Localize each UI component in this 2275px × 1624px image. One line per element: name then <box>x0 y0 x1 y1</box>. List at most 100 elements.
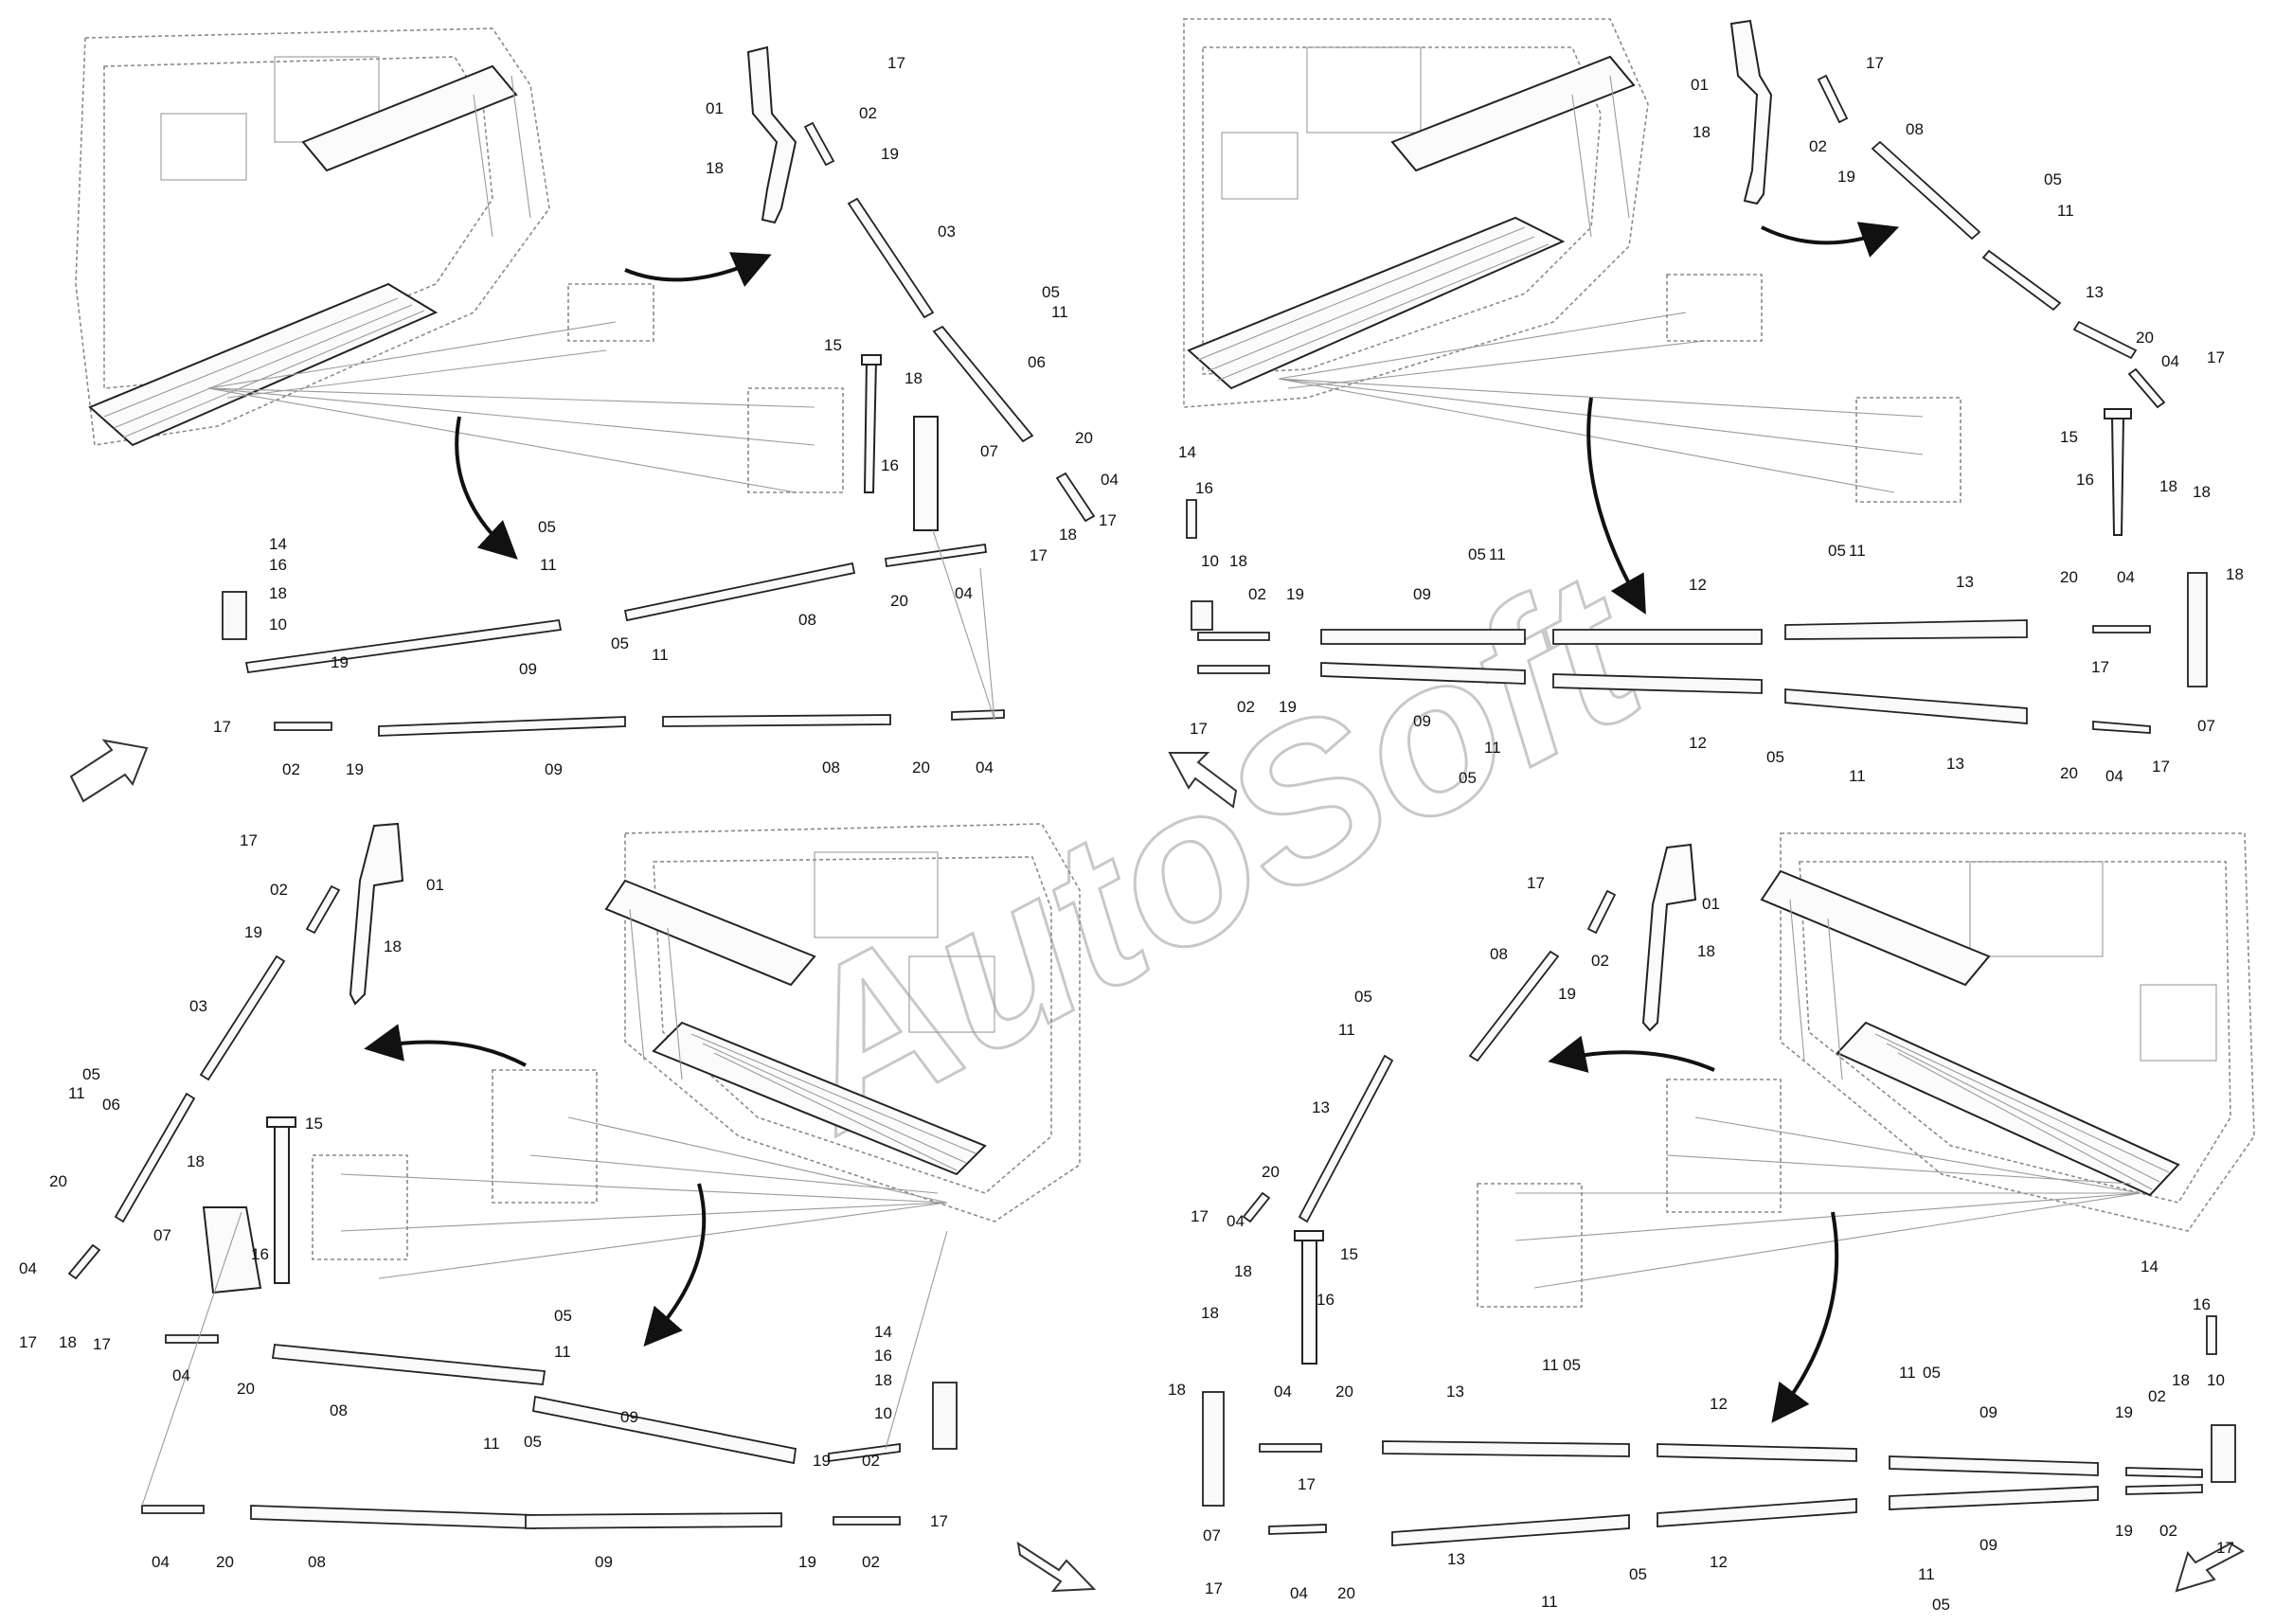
part-number-label: 12 <box>1689 734 1707 752</box>
part-number-label: 08 <box>822 758 840 776</box>
part-number-label: 10 <box>874 1404 892 1422</box>
part-number-label: 18 <box>874 1371 892 1389</box>
part-number-label: 18 <box>706 159 724 177</box>
part-number-label: 02 <box>862 1452 880 1470</box>
part-number-label: 05 <box>524 1433 542 1451</box>
part-number-label: 05 <box>2044 170 2062 188</box>
part-number-label: 05 <box>1354 988 1372 1006</box>
part-number-label: 16 <box>1317 1291 1335 1309</box>
part-number-label: 11 <box>1051 303 1068 321</box>
part-number-label: 17 <box>1099 511 1117 529</box>
part-number-label: 13 <box>2086 283 2104 301</box>
part-number-label: 14 <box>2141 1258 2159 1276</box>
part-number-label: 19 <box>346 760 364 778</box>
part-number-label: 18 <box>187 1152 205 1170</box>
part-number-label: 02 <box>1591 952 1609 970</box>
part-number-label: 02 <box>859 104 877 122</box>
part-number-label: 04 <box>2105 767 2123 785</box>
callout-labels: 01 17 02 18 19 03 05 11 15 06 18 07 16 2… <box>213 54 1119 778</box>
part-number-label: 18 <box>2226 565 2244 583</box>
part-number-label: 18 <box>59 1333 77 1351</box>
part-number-label: 04 <box>2161 352 2179 370</box>
part-number-label: 18 <box>905 369 923 387</box>
part-number-label: 16 <box>2076 471 2094 489</box>
part-number-label: 09 <box>620 1408 638 1426</box>
part-number-label: 17 <box>2152 758 2170 776</box>
direction-arrow-icon <box>69 739 149 803</box>
part-number-label: 11 <box>68 1084 85 1102</box>
part-number-label: 11 <box>483 1435 500 1453</box>
part-number-label: 17 <box>2216 1539 2234 1557</box>
part-number-label: 05 <box>1828 542 1846 560</box>
part-number-label: 16 <box>874 1347 892 1365</box>
part-number-label: 17 <box>930 1512 948 1530</box>
part-number-label: 01 <box>1702 895 1720 913</box>
part-number-label: 05 <box>1629 1565 1647 1583</box>
quadrant-top-left: 01 17 02 18 19 03 05 11 15 06 18 07 16 2… <box>69 27 1119 803</box>
part-number-label: 17 <box>93 1335 111 1353</box>
part-number-label: 06 <box>1028 353 1046 371</box>
part-number-label: 05 <box>611 634 629 652</box>
part-number-label: 13 <box>1446 1383 1464 1401</box>
part-number-label: 18 <box>1201 1304 1219 1322</box>
part-number-label: 18 <box>2172 1371 2190 1389</box>
part-number-label: 08 <box>308 1553 326 1571</box>
part-number-label: 05 <box>1563 1356 1581 1374</box>
part-number-label: 13 <box>1447 1550 1465 1568</box>
part-number-label: 18 <box>269 584 287 602</box>
part-number-label: 10 <box>2207 1371 2225 1389</box>
part-number-label: 18 <box>1697 942 1715 960</box>
part-number-label: 05 <box>1766 748 1784 766</box>
part-number-label: 18 <box>1168 1381 1186 1399</box>
part-number-label: 04 <box>955 584 973 602</box>
part-number-label: 02 <box>1809 137 1827 155</box>
part-number-label: 02 <box>862 1553 880 1571</box>
part-number-label: 04 <box>152 1553 170 1571</box>
part-number-label: 07 <box>980 442 998 460</box>
part-number-label: 17 <box>2091 658 2109 676</box>
part-number-label: 01 <box>426 876 444 894</box>
part-number-label: 11 <box>1849 767 1866 785</box>
part-number-label: 19 <box>1279 698 1297 716</box>
part-number-label: 12 <box>1710 1553 1728 1571</box>
part-number-label: 20 <box>237 1380 255 1398</box>
machine-illustration <box>1183 18 1962 503</box>
quadrant-bottom-right: 17 01 18 02 08 19 05 11 13 20 04 17 18 1… <box>1168 832 2255 1614</box>
part-number-label: 06 <box>102 1096 120 1114</box>
machine-illustration <box>75 27 844 493</box>
machine-illustration <box>312 823 1081 1279</box>
part-number-label: 04 <box>19 1259 37 1277</box>
part-number-label: 15 <box>2060 428 2078 446</box>
part-number-label: 05 <box>82 1065 100 1083</box>
part-number-label: 08 <box>1490 945 1508 963</box>
part-number-label: 17 <box>1527 874 1545 892</box>
part-number-label: 18 <box>1229 552 1247 570</box>
part-number-label: 18 <box>1693 123 1711 141</box>
part-number-label: 14 <box>874 1323 892 1341</box>
part-number-label: 02 <box>2159 1522 2177 1540</box>
part-number-label: 09 <box>519 660 537 678</box>
part-number-label: 20 <box>1262 1163 1280 1181</box>
part-number-label: 05 <box>554 1307 572 1325</box>
part-number-label: 19 <box>881 145 899 163</box>
part-number-label: 11 <box>1489 545 1506 563</box>
part-number-label: 11 <box>1918 1565 1935 1583</box>
part-number-label: 13 <box>1946 755 1964 773</box>
part-number-label: 09 <box>595 1553 613 1571</box>
part-number-label: 11 <box>1542 1356 1559 1374</box>
part-number-label: 14 <box>269 535 287 553</box>
part-number-label: 20 <box>890 592 908 610</box>
part-number-label: 08 <box>798 611 816 629</box>
part-number-label: 16 <box>1195 479 1213 497</box>
part-number-label: 01 <box>706 99 724 117</box>
part-number-label: 20 <box>912 758 930 776</box>
part-number-label: 20 <box>2136 329 2154 347</box>
part-number-label: 11 <box>540 556 557 574</box>
part-number-label: 14 <box>1178 443 1196 461</box>
part-number-label: 17 <box>2207 348 2225 366</box>
part-number-label: 12 <box>1689 576 1707 594</box>
part-number-label: 18 <box>384 937 402 955</box>
part-number-label: 08 <box>1906 120 1924 138</box>
part-number-label: 18 <box>1234 1262 1252 1280</box>
part-number-label: 02 <box>1237 698 1255 716</box>
